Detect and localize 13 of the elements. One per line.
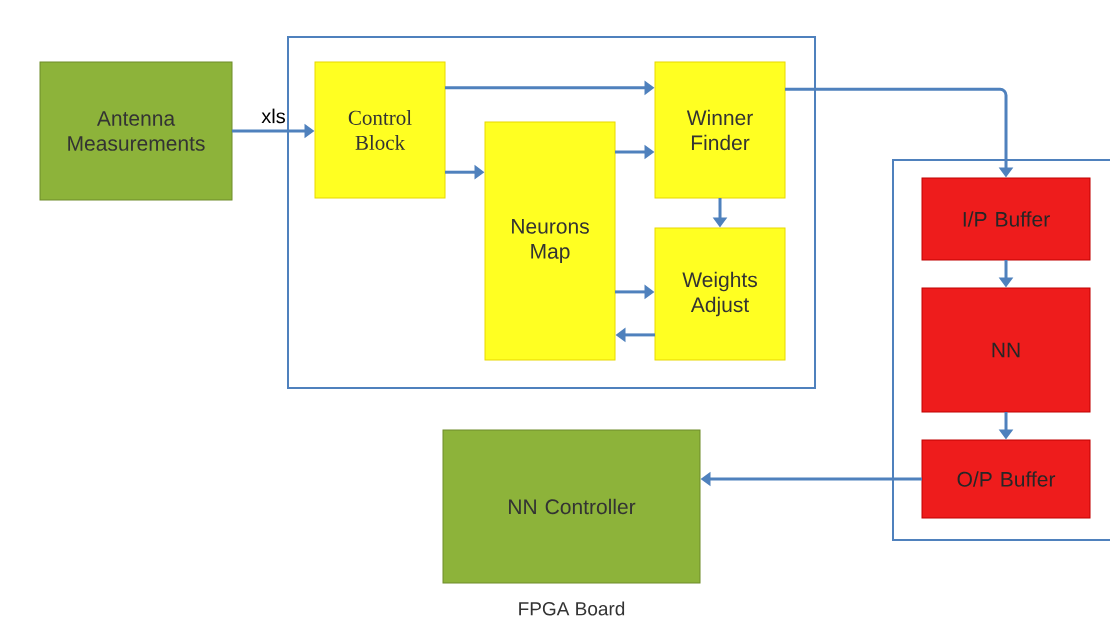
process-box: Control Block [314,61,446,199]
process-box: NN Controller [442,429,701,584]
process-box: Winner Finder [654,61,786,199]
group-frame [892,159,1110,541]
process-box: O/P Buffer [921,439,1091,519]
edge-label: xls [260,107,287,125]
process-box: Weights Adjust [654,227,786,361]
process-box: NN [921,287,1091,413]
process-box: Neurons Map [484,121,616,361]
group-frame [287,36,816,389]
process-box: Antenna Measurements [39,61,233,201]
process-box: I/P Buffer [921,177,1091,261]
box-caption: FPGA Board [519,601,625,616]
